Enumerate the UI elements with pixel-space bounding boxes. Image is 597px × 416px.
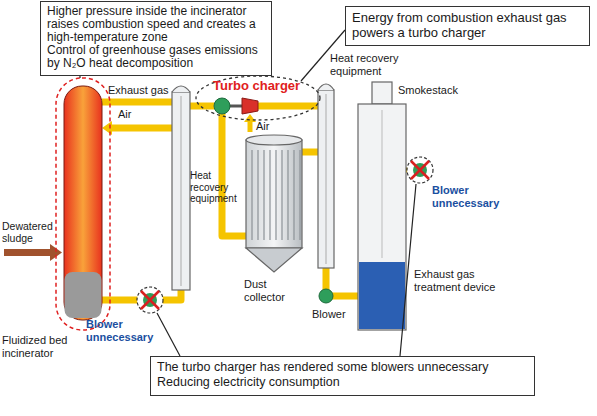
heat-recovery-column-part xyxy=(181,96,182,286)
blower-unnecessary-mark-part xyxy=(411,161,429,179)
part-name: Smokestack xyxy=(398,84,478,97)
blower-part xyxy=(319,289,333,303)
heat-recovery-column-part xyxy=(172,86,190,92)
pipes-part xyxy=(258,103,318,110)
input-label: Dewatered sludge xyxy=(2,220,56,244)
callout-text: Reducing electricity consumption xyxy=(157,375,528,390)
status-note: Blower unnecessary xyxy=(432,184,512,209)
dust-collector-fins-part xyxy=(251,150,252,240)
flow-label: Exhaust gas xyxy=(108,84,178,97)
heat-recovery-column-part xyxy=(172,92,190,290)
part-name: Heat recovery equipment xyxy=(190,170,240,205)
treatment-device-part xyxy=(382,110,383,258)
callout-text: Control of greenhouse gases emissions by… xyxy=(47,44,265,70)
heat-recovery-column-part xyxy=(318,90,334,268)
blower-unnecessary-mark-part xyxy=(411,161,429,179)
treatment-device-part xyxy=(359,262,405,329)
pipes-part xyxy=(110,125,172,132)
dust-collector-fins-part xyxy=(293,150,294,240)
dust-collector-fins-part xyxy=(269,150,270,240)
dust-collector-part xyxy=(246,135,302,145)
pipes-part xyxy=(244,114,256,122)
dust-collector-fins-part xyxy=(275,150,276,240)
blower-unnecessary-mark-part xyxy=(407,157,433,183)
heat-recovery-column xyxy=(172,86,190,290)
heat-recovery-column-part xyxy=(318,84,334,90)
turbo-charger xyxy=(196,76,320,120)
dust-collector-part xyxy=(246,248,302,272)
pipes-part xyxy=(222,114,246,236)
part-name: Fluidized bed incinerator xyxy=(2,334,82,359)
incinerator-part xyxy=(65,272,102,318)
pipes-part xyxy=(302,149,318,156)
callout-text: The turbo charger has rendered some blow… xyxy=(157,360,528,375)
turbo-charger-part xyxy=(214,98,230,114)
pipes-part xyxy=(190,103,214,110)
dust-collector-part xyxy=(246,140,302,248)
blower xyxy=(319,289,333,303)
blower-unnecessary-mark-part xyxy=(141,291,159,309)
callout-box: The turbo charger has rendered some blow… xyxy=(150,356,535,396)
part-name: Exhaust gas treatment device xyxy=(414,268,514,293)
treatment-device xyxy=(358,82,406,330)
callout-text: Energy from combustion exhaust gas power… xyxy=(352,10,583,40)
leader-lines xyxy=(80,30,416,356)
part-name: Heat recovery equipment xyxy=(330,52,402,77)
dust-collector-fins-part xyxy=(287,150,288,240)
treatment-device-part xyxy=(358,104,406,330)
leader-lines-part xyxy=(400,184,416,356)
dust-collector xyxy=(246,135,302,272)
part-name: Dust collector xyxy=(244,278,306,303)
incinerator-part xyxy=(64,86,102,320)
callout-box: Higher pressure inside the incinerator r… xyxy=(40,1,272,76)
part-name: Turbo charger xyxy=(213,79,313,94)
incinerator xyxy=(56,78,110,330)
pipes-part xyxy=(102,99,172,106)
blower-unnecessary-mark-part xyxy=(137,287,163,313)
blower-unnecessary-mark-part xyxy=(141,291,159,309)
part-name: Blower xyxy=(312,308,356,321)
sludge-arrow-part xyxy=(4,249,50,256)
heat-recovery-column-part xyxy=(326,94,327,264)
treatment-device-part xyxy=(372,82,392,104)
dust-collector-fins-part xyxy=(281,150,282,240)
dust-collector-fins-part xyxy=(257,150,258,240)
callout-text: Higher pressure inside the incinerator r… xyxy=(47,5,265,44)
flow-label: Air xyxy=(256,120,286,133)
flow-label: Air xyxy=(118,108,148,121)
turbo-charger-part xyxy=(196,76,320,120)
incinerator-part xyxy=(56,78,110,330)
callout-box: Energy from combustion exhaust gas power… xyxy=(345,6,590,46)
sludge-arrow xyxy=(4,244,62,261)
dust-collector-fins-part xyxy=(299,150,300,240)
heat-recovery-column xyxy=(318,84,334,268)
blower-unnecessary-mark xyxy=(407,157,433,183)
dust-collector-fins-part xyxy=(263,150,264,240)
status-note: Blower unnecessary xyxy=(86,318,158,343)
leader-lines-part xyxy=(157,313,180,356)
blower-unnecessary-mark xyxy=(137,287,163,313)
turbo-charger-part xyxy=(242,98,258,114)
dust-collector-fins xyxy=(252,150,300,240)
